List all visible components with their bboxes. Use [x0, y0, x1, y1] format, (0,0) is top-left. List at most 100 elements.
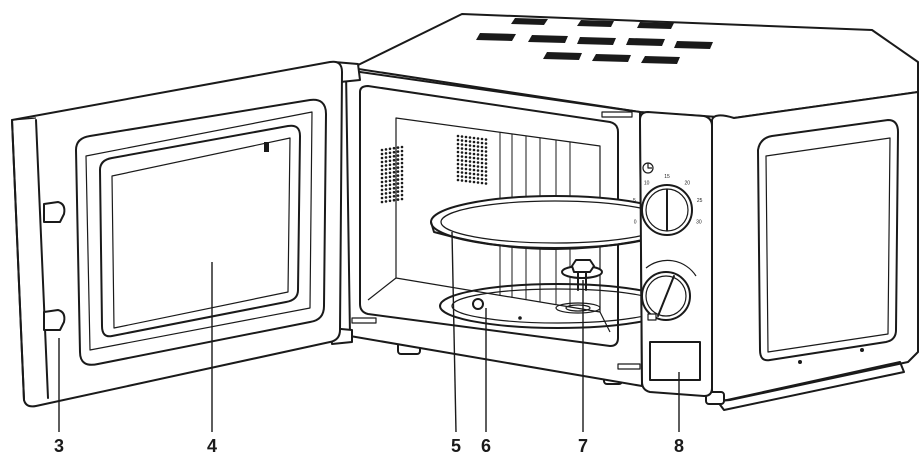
vent-hole	[384, 172, 388, 175]
timer-tick-label: 25	[697, 198, 703, 204]
vent-hole	[456, 134, 460, 138]
vent-hole	[468, 172, 472, 175]
vent-hole	[464, 147, 468, 151]
vent-hole	[464, 179, 468, 183]
vent-hole	[400, 173, 404, 177]
vent-hole	[388, 191, 392, 195]
vent-hole	[388, 175, 392, 179]
vent-hole	[460, 167, 464, 170]
vent-hole	[484, 178, 488, 181]
callout-5: 5	[451, 436, 461, 456]
vent-hole	[476, 153, 480, 156]
vent-hole	[480, 137, 484, 141]
vent-hole	[456, 174, 460, 178]
vent-hole	[464, 167, 468, 171]
vent-hole	[480, 165, 484, 169]
callout-8: 8	[674, 436, 684, 456]
vent-hole	[480, 141, 484, 145]
vent-hole	[476, 145, 480, 148]
vent-hole	[480, 177, 484, 181]
vent-hole	[480, 157, 484, 161]
vent-hole	[484, 142, 488, 145]
vent-hole	[468, 144, 472, 147]
vent-hole	[392, 170, 396, 174]
vent-hole	[464, 171, 468, 175]
vent-hole	[464, 151, 468, 155]
cavity-vent-back	[456, 134, 488, 185]
oven-door[interactable]	[11, 60, 343, 408]
vent-hole	[460, 179, 464, 182]
vent-hole	[392, 158, 396, 162]
power-dial[interactable]	[641, 259, 697, 321]
vent-hole	[392, 162, 396, 166]
glass-turntable	[430, 195, 680, 250]
vent-hole	[400, 185, 404, 189]
vent-hole	[392, 154, 396, 158]
vent-hole	[484, 154, 488, 157]
vent-hole	[476, 181, 480, 184]
vent-hole	[400, 157, 404, 161]
vent-hole	[468, 180, 472, 183]
vent-hole	[396, 146, 400, 149]
vent-hole	[460, 171, 464, 174]
vent-hole	[380, 148, 384, 152]
vent-hole	[388, 151, 392, 155]
vent-hole	[476, 165, 480, 168]
vent-hole	[384, 160, 388, 163]
vent-hole	[468, 156, 472, 159]
vent-hole	[396, 158, 400, 161]
vent-hole	[484, 158, 488, 161]
vent-hole	[400, 165, 404, 169]
vent-hole	[464, 163, 468, 167]
vent-hole	[472, 152, 476, 156]
vent-hole	[480, 161, 484, 165]
vent-hole	[460, 139, 464, 142]
timer-tick-label: 10	[644, 181, 650, 187]
vent-hole	[392, 182, 396, 186]
vent-hole	[484, 150, 488, 153]
vent-hole	[456, 170, 460, 174]
vent-hole	[392, 190, 396, 194]
vent-hole	[380, 180, 384, 184]
vent-hole	[380, 152, 384, 156]
vent-hole	[464, 175, 468, 179]
vent-hole	[460, 163, 464, 166]
vent-hole	[388, 187, 392, 191]
vent-hole	[476, 161, 480, 164]
vent-hole	[460, 155, 464, 158]
vent-hole	[456, 150, 460, 154]
vent-hole	[464, 143, 468, 147]
vent-hole	[468, 140, 472, 143]
vent-hole	[476, 169, 480, 172]
callout-4: 4	[207, 436, 217, 456]
vent-hole	[384, 176, 388, 179]
vent-hole	[380, 188, 384, 192]
vent-hole	[400, 189, 404, 193]
vent-hole	[468, 160, 472, 163]
vent-hole	[464, 139, 468, 143]
vent-hole	[472, 172, 476, 176]
clock-icon	[642, 162, 654, 174]
callout-7: 7	[578, 436, 588, 456]
vent-hole	[456, 154, 460, 158]
timer-tick-label: 20	[685, 181, 691, 187]
timer-tick-label: 30	[696, 220, 702, 226]
vent-hole	[476, 137, 480, 140]
vent-hole	[396, 178, 400, 181]
vent-hole	[396, 154, 400, 157]
vent-hole	[400, 177, 404, 181]
vent-hole	[396, 162, 400, 165]
vent-hole	[392, 146, 396, 150]
vent-hole	[388, 179, 392, 183]
vent-hole	[396, 182, 400, 185]
vent-hole	[456, 158, 460, 162]
vent-hole	[384, 168, 388, 171]
vent-hole	[476, 173, 480, 176]
vent-hole	[400, 169, 404, 173]
vent-hole	[396, 190, 400, 193]
vent-hole	[380, 156, 384, 160]
vent-hole	[480, 145, 484, 149]
vent-hole	[380, 200, 384, 204]
